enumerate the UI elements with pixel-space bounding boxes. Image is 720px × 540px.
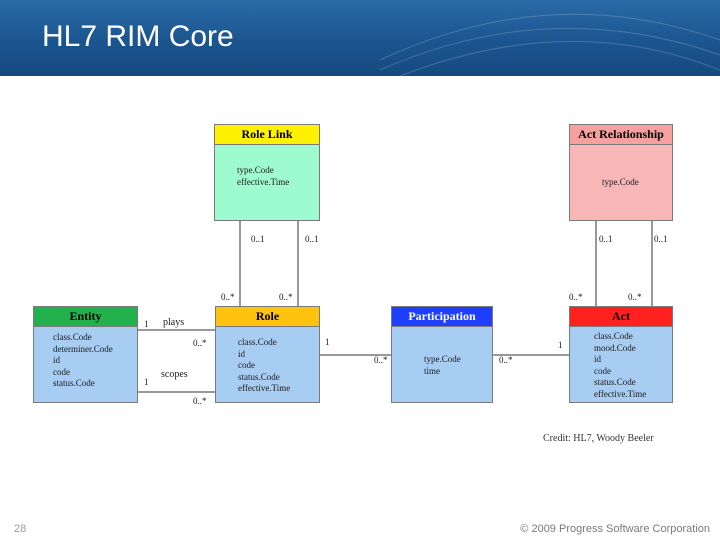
multiplicity: 0..* [499,355,513,365]
attr: class.Code [53,332,92,342]
attr: id [53,355,61,365]
attr: status.Code [238,371,280,382]
attr: id [238,348,246,359]
multiplicity: 1 [144,319,149,329]
attr: effective.Time [238,383,291,393]
multiplicity: 0..1 [599,234,613,244]
class-entity-name: Entity [34,307,137,327]
class-role: Role class.Code id code status.Code effe… [215,306,320,403]
class-act-relationship: Act Relationship type.Code [569,124,673,221]
class-act: Act class.Code mood.Code id code status.… [569,306,673,403]
multiplicity: 1 [558,340,563,350]
multiplicity: 0..* [628,292,642,302]
slide-header: HL7 RIM Core [0,0,720,76]
attr: effective.Time [237,176,290,187]
attr: mood.Code [594,342,636,353]
page-number: 28 [14,523,27,535]
header-decoration [380,13,720,76]
attr: effective.Time [594,388,647,399]
multiplicity: 1 [144,377,149,387]
multiplicity: 0..1 [305,234,319,244]
class-participation: Participation type.Code time [391,306,493,403]
multiplicity: 0..* [569,292,583,302]
class-role-name: Role [216,307,319,327]
multiplicity: 0..1 [654,234,668,244]
attr: class.Code [594,331,633,341]
class-role-link-name: Role Link [215,125,319,145]
association-scopes: scopes [161,369,188,380]
multiplicity: 0..* [374,355,388,365]
attr: code [238,360,255,370]
multiplicity: 0..1 [251,234,265,244]
multiplicity: 0..* [193,396,207,406]
association-plays: plays [163,317,185,328]
class-entity: Entity class.Code determiner.Code id cod… [33,306,138,403]
attr: time [424,365,440,376]
multiplicity: 0..* [279,292,293,302]
class-act-name: Act [570,307,672,327]
multiplicity: 0..* [221,292,235,302]
attr: type.Code [237,165,274,175]
class-participation-name: Participation [392,307,492,327]
attr: type.Code [424,354,461,364]
credit-text: Credit: HL7, Woody Beeler [543,433,654,444]
class-act-relationship-name: Act Relationship [570,125,672,145]
copyright-text: © 2009 Progress Software Corporation [520,523,710,535]
attr: status.Code [594,377,636,387]
attr: class.Code [238,337,277,347]
multiplicity: 0..* [193,338,207,348]
slide-title: HL7 RIM Core [42,20,234,53]
attr: code [594,365,611,376]
attr: code [53,366,70,377]
attr: status.Code [53,378,95,388]
attr: id [594,354,602,364]
multiplicity: 1 [325,337,330,347]
attr: determiner.Code [53,343,113,354]
attr: type.Code [602,177,639,187]
class-role-link: Role Link type.Code effective.Time [214,124,320,221]
